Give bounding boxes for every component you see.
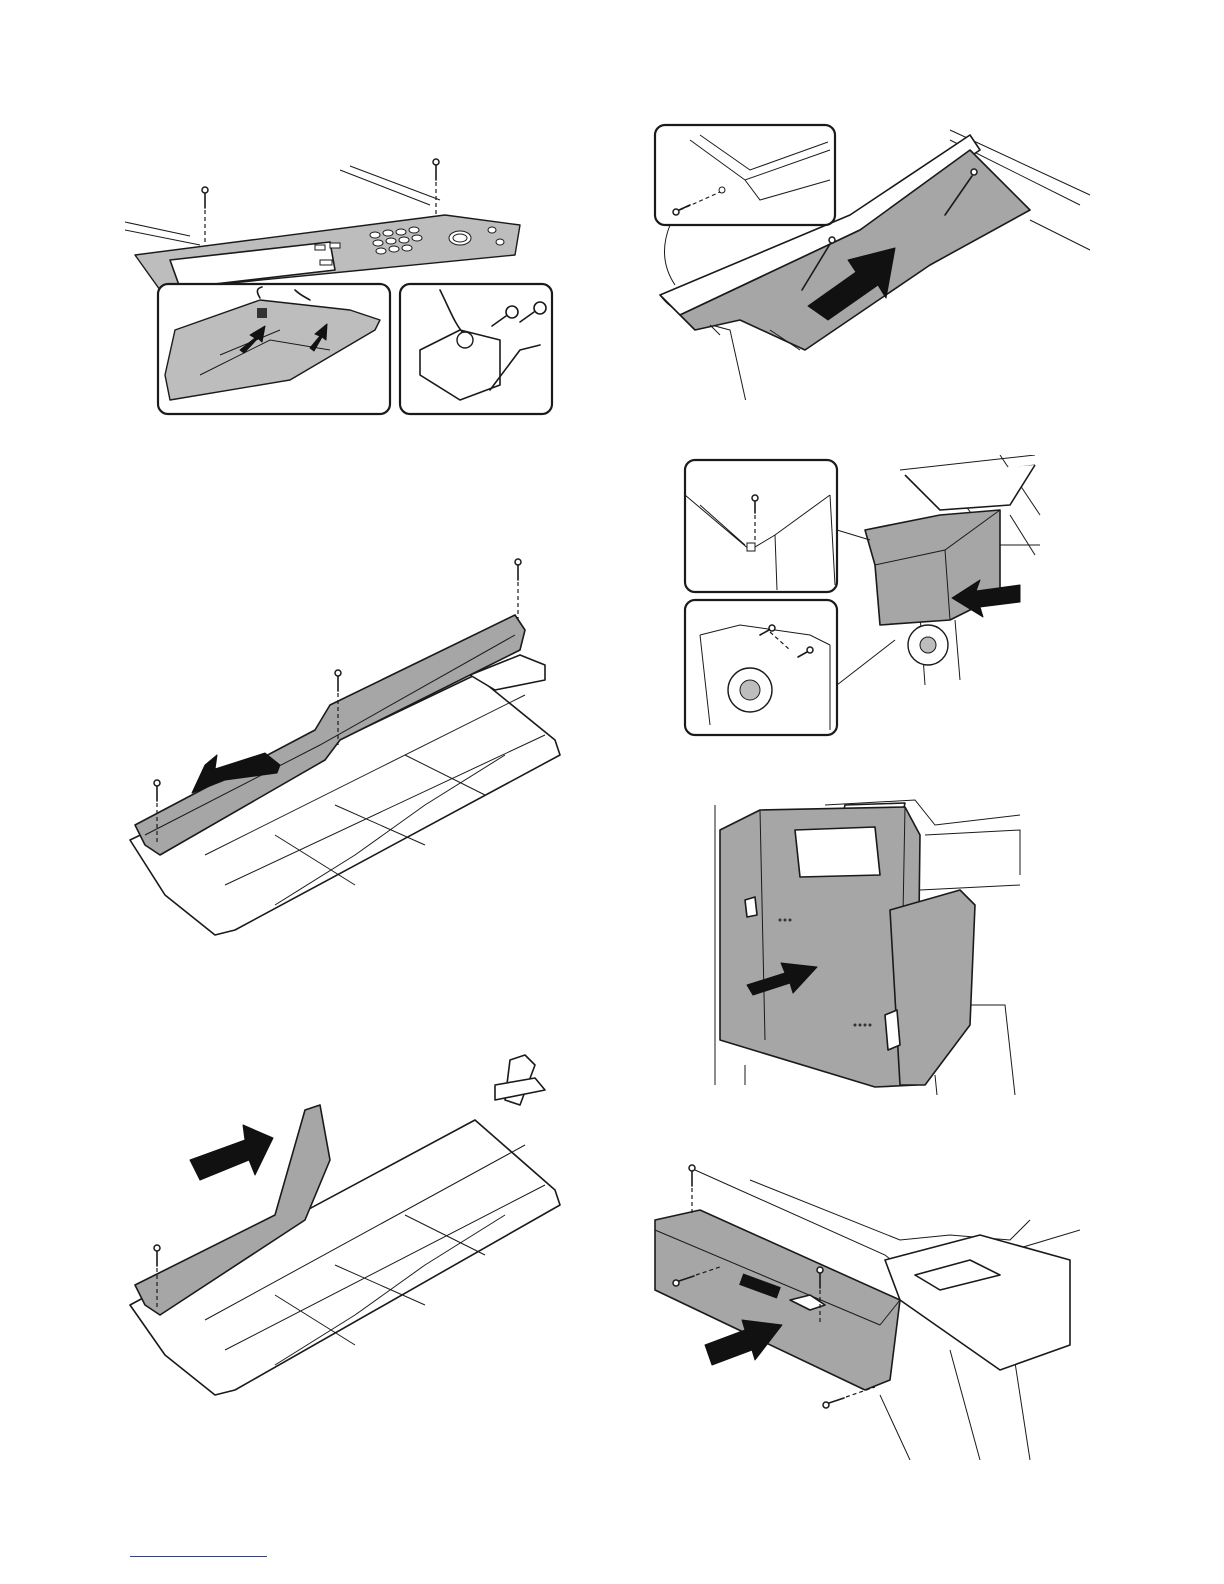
figure-front-cover-upper <box>125 1020 565 1400</box>
screw-icon <box>515 559 521 620</box>
screw-icon <box>202 187 208 245</box>
screw-icon <box>433 159 439 215</box>
screw-icon <box>689 1165 695 1215</box>
figure-right-door <box>705 795 1035 1095</box>
figure-right-cover-unit <box>680 455 1060 740</box>
footer-rule <box>130 1556 267 1557</box>
figure-top-cover-right <box>650 120 1100 400</box>
figure-front-right-cover <box>650 1160 1080 1460</box>
figure-operation-panel <box>120 150 560 420</box>
screw-icon <box>823 1387 875 1408</box>
figure-left-rear-cover <box>125 555 565 940</box>
